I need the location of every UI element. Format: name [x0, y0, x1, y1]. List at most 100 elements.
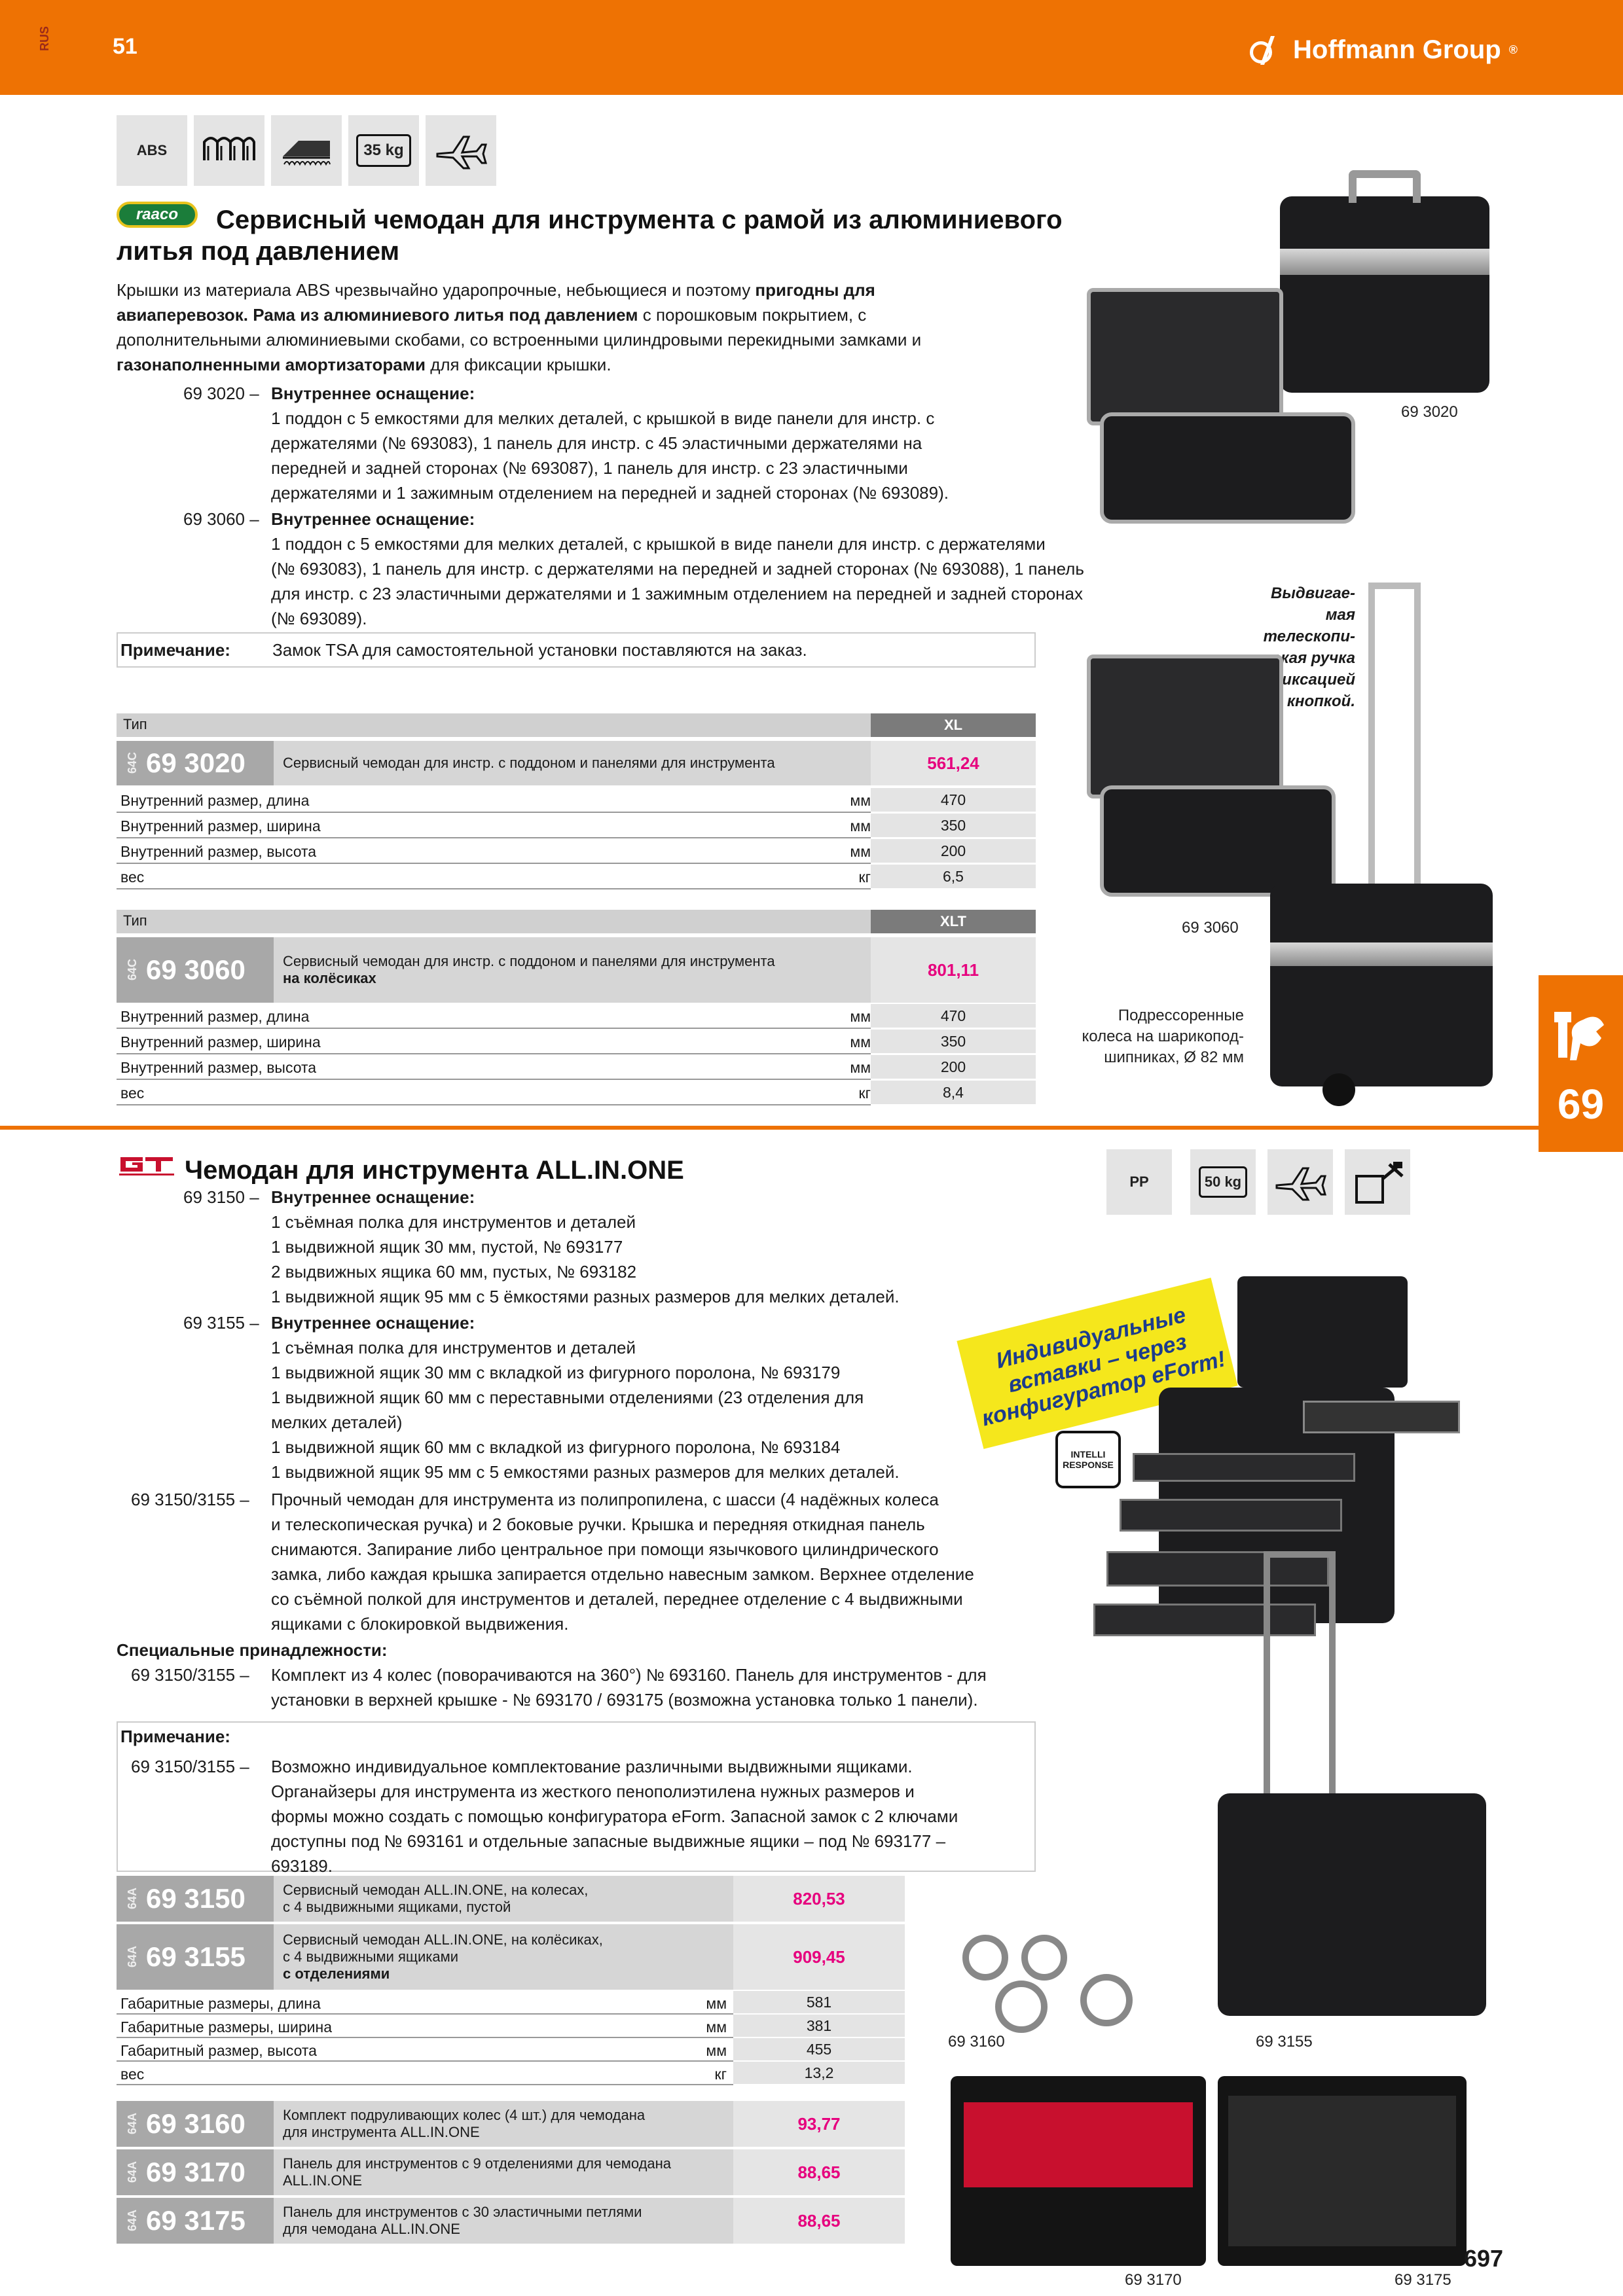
- section2-title: Чемодан для инструмента ALL.IN.ONE: [185, 1156, 684, 1185]
- aluminium-band: [1280, 249, 1489, 275]
- material-pp-icon: PP: [1106, 1149, 1172, 1215]
- article-69-3020[interactable]: 64C 69 3020: [117, 741, 274, 785]
- intro-text: с порошковым покрытием, с: [638, 305, 867, 325]
- desc-line: снимаются. Запирание либо центральное пр…: [271, 1539, 939, 1559]
- spec-unit: мм: [850, 1059, 871, 1076]
- section1-intro: Крышки из материала ABS чрезвычайно удар…: [117, 278, 1059, 377]
- section-separator: [0, 1126, 1539, 1130]
- article-description: Панель для инструментов с 9 отделениями …: [274, 2149, 733, 2195]
- hoffmann-logo-icon: [1247, 36, 1285, 65]
- case-lid-open: [1087, 655, 1283, 798]
- note-line: шипниках, Ø 82 мм: [1104, 1049, 1244, 1066]
- desc-line: формы можно создать с помощью конфигурат…: [271, 1806, 958, 1826]
- desc-line: со съёмной полкой для инструментов и дет…: [271, 1589, 963, 1609]
- desc-line: установки в верхней крышке - № 693170 / …: [271, 1690, 978, 1710]
- item2-line: (№ 693083), 1 панель для инстр. с держат…: [271, 559, 1084, 579]
- desc-line: с 4 выдвижными ящиками, пустой: [283, 1899, 511, 1915]
- note-line: телескопи-: [1263, 628, 1355, 645]
- article-price: 88,65: [733, 2198, 905, 2244]
- tool-panel-loops: [1228, 2096, 1456, 2246]
- article-description: Комплект подруливающих колес (4 шт.) для…: [274, 2101, 733, 2147]
- desc-line: Возможно индивидуальное комплектование р…: [271, 1757, 913, 1776]
- brand-logo[interactable]: Hoffmann Group ®: [1247, 35, 1518, 65]
- weight-35kg-icon: 35 kg: [348, 115, 419, 186]
- chapter-tab[interactable]: 69: [1539, 975, 1623, 1152]
- weight-box: 50 kg: [1198, 1166, 1248, 1198]
- spec-value: 470: [871, 1004, 1036, 1029]
- telescopic-handle: [1264, 1551, 1336, 1800]
- spec-unit: кг: [858, 1085, 871, 1102]
- article-description: Панель для инструментов с 30 эластичными…: [274, 2198, 733, 2244]
- list-item: 1 выдвижной ящик 60 мм с вкладкой из фиг…: [271, 1437, 841, 1457]
- case-lid-open: [1237, 1276, 1408, 1388]
- material-pp-label: PP: [1129, 1174, 1149, 1190]
- case-body-closed: [1218, 1793, 1486, 2016]
- language-code: RUS: [38, 26, 51, 52]
- article-69-3160[interactable]: 64A 69 3160: [117, 2101, 274, 2147]
- spec-unit: мм: [706, 2018, 727, 2036]
- list-item: 1 выдвижной ящик 30 мм, пустой, № 693177: [271, 1237, 623, 1257]
- note-box-1: Примечание: Замок TSA для самостоятельно…: [117, 632, 1036, 668]
- price-group: 64C: [126, 752, 139, 774]
- item2-label: Внутреннее оснащение:: [271, 509, 475, 529]
- tool-panel-red: [964, 2102, 1193, 2187]
- type-value: XL: [871, 713, 1036, 737]
- list-item: 1 съёмная полка для инструментов и детал…: [271, 1212, 636, 1232]
- article-price: 801,11: [871, 937, 1036, 1003]
- desc-line: Сервисный чемодан для инстр. с поддоном …: [283, 953, 775, 969]
- intro-text: дополнительными алюминиевыми скобами, со…: [117, 330, 922, 350]
- spec-name: вес: [120, 869, 145, 886]
- note-line: Выдвигае-: [1271, 584, 1355, 602]
- desc-line-bold: с отделениями: [283, 1965, 390, 1982]
- wheel-icon: [962, 1935, 1008, 1981]
- registered-mark: ®: [1508, 43, 1518, 56]
- article-69-3155[interactable]: 64A 69 3155: [117, 1924, 274, 1990]
- item1-description: 1 поддон с 5 емкостями для мелких детале…: [271, 406, 1057, 505]
- list-item: мелких деталей): [271, 1412, 403, 1432]
- desc-line: с 4 выдвижными ящиками: [283, 1948, 459, 1965]
- item2-number: 69 3060 –: [183, 509, 259, 529]
- article-number: 69 3170: [146, 2157, 246, 2187]
- article-69-3175[interactable]: 64A 69 3175: [117, 2198, 274, 2244]
- intro-line: дополнительными алюминиевыми скобами, со…: [117, 327, 1059, 352]
- product-image-693020: [1074, 170, 1532, 537]
- desc-line: Сервисный чемодан ALL.IN.ONE, на колесах…: [283, 1882, 589, 1898]
- desc-line: Комплект из 4 колес (поворачиваются на 3…: [271, 1665, 987, 1685]
- raaco-logo: raaco: [117, 202, 198, 228]
- wheel-icon: [1021, 1935, 1067, 1981]
- article-number: 69 3175: [146, 2205, 246, 2236]
- intro-line: газонаполненными амортизаторами для фикс…: [117, 352, 1059, 377]
- desc-line: ALL.IN.ONE: [283, 2172, 363, 2189]
- article-price: 93,77: [733, 2101, 905, 2147]
- list-item: 2 выдвижных ящика 60 мм, пустых, № 69318…: [271, 1262, 637, 1282]
- article-number: 69 3150: [146, 1883, 246, 1914]
- spec-value: 455: [733, 2038, 905, 2062]
- article-69-3170[interactable]: 64A 69 3170: [117, 2149, 274, 2195]
- article-69-3060[interactable]: 64C 69 3060: [117, 937, 274, 1003]
- note-text: Возможно индивидуальное комплектование р…: [271, 1754, 1044, 1878]
- weight-label: 35 kg: [363, 141, 404, 159]
- spec-unit: мм: [850, 792, 871, 809]
- item2-description: 1 поддон с 5 емкостями для мелких детале…: [271, 531, 1188, 631]
- article-69-3150[interactable]: 64A 69 3150: [117, 1876, 274, 1922]
- spec-value: 581: [733, 1991, 905, 2015]
- weight-box: 35 kg: [356, 134, 411, 167]
- article-price: 820,53: [733, 1876, 905, 1922]
- desc-line: замка, либо каждая крышка запирается отд…: [271, 1564, 974, 1584]
- desc-line: Органайзеры для инструмента из жесткого …: [271, 1782, 915, 1801]
- note-label: Примечание:: [120, 640, 230, 660]
- spec-name: Внутренний размер, высота: [120, 1059, 317, 1076]
- spec-value: 470: [871, 788, 1036, 813]
- article-number: 69 3160: [146, 2108, 246, 2139]
- price-group: 64A: [126, 2161, 139, 2183]
- intro-line: авиаперевозок. Рама из алюминиевого лить…: [117, 302, 1059, 327]
- note-box-2: Примечание:: [117, 1721, 1036, 1872]
- spec-value: 200: [871, 839, 1036, 864]
- note-line: колеса на шарикопод-: [1082, 1028, 1244, 1045]
- product-image-693150-open: [1080, 1276, 1460, 1669]
